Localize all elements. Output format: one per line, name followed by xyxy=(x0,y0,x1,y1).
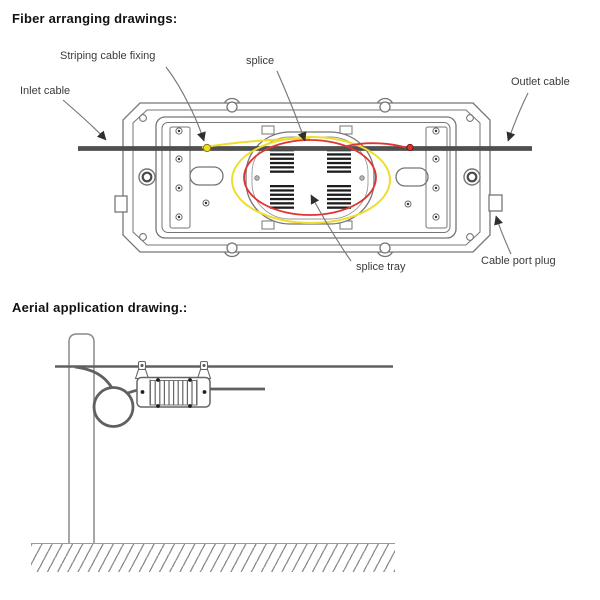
striping-fixing-point-yellow xyxy=(202,143,212,153)
fiber-splice-loop-red xyxy=(243,139,407,216)
aerial-drawing xyxy=(55,333,393,544)
ear-bolt-holes xyxy=(226,101,391,254)
splice-tray xyxy=(245,125,375,230)
label-outlet-cable: Outlet cable xyxy=(511,76,570,88)
leader-cable-port-plug xyxy=(494,215,512,255)
closure-ribs xyxy=(154,381,193,405)
leader-lines xyxy=(62,66,529,262)
clamp-block-right xyxy=(425,126,448,229)
fixing-point-red xyxy=(406,143,414,152)
utility-pole xyxy=(68,333,95,544)
seal-bolt-right xyxy=(463,168,481,186)
base-plate xyxy=(161,122,451,233)
oval-port-left xyxy=(189,166,224,186)
corner-screw-holes xyxy=(139,114,474,241)
label-striping-cable-fixing: Striping cable fixing xyxy=(60,50,156,62)
slack-cable-loop xyxy=(74,365,135,428)
tray-pin-left xyxy=(254,175,260,181)
leader-splice xyxy=(276,70,307,142)
label-splice-tray: splice tray xyxy=(356,261,406,273)
closure-bolts xyxy=(140,378,207,408)
gasket-seat xyxy=(155,116,457,239)
closure-hangers xyxy=(134,360,212,380)
leader-striping-cable-fixing xyxy=(165,66,206,142)
side-tab-left xyxy=(114,195,128,213)
tray-pin-right xyxy=(359,175,365,181)
ground-hatch xyxy=(31,543,395,572)
label-splice: splice xyxy=(246,55,275,67)
label-cable-port-plug: Cable port plug xyxy=(481,255,556,267)
plate-screws xyxy=(175,127,440,221)
leader-outlet-cable xyxy=(506,92,529,142)
leader-inlet-cable xyxy=(62,99,107,141)
cable-port-plug-tab xyxy=(488,194,503,212)
tray-clips xyxy=(261,125,353,230)
closure-side-view xyxy=(136,376,211,408)
oval-port-right xyxy=(395,167,429,187)
seal-bolt-left xyxy=(138,168,156,186)
section-title-aerial-application: Aerial application drawing.: xyxy=(12,300,188,315)
label-inlet-cable: Inlet cable xyxy=(20,85,71,97)
leader-splice-tray xyxy=(310,194,352,262)
section-title-fiber-arranging: Fiber arranging drawings: xyxy=(12,11,178,26)
